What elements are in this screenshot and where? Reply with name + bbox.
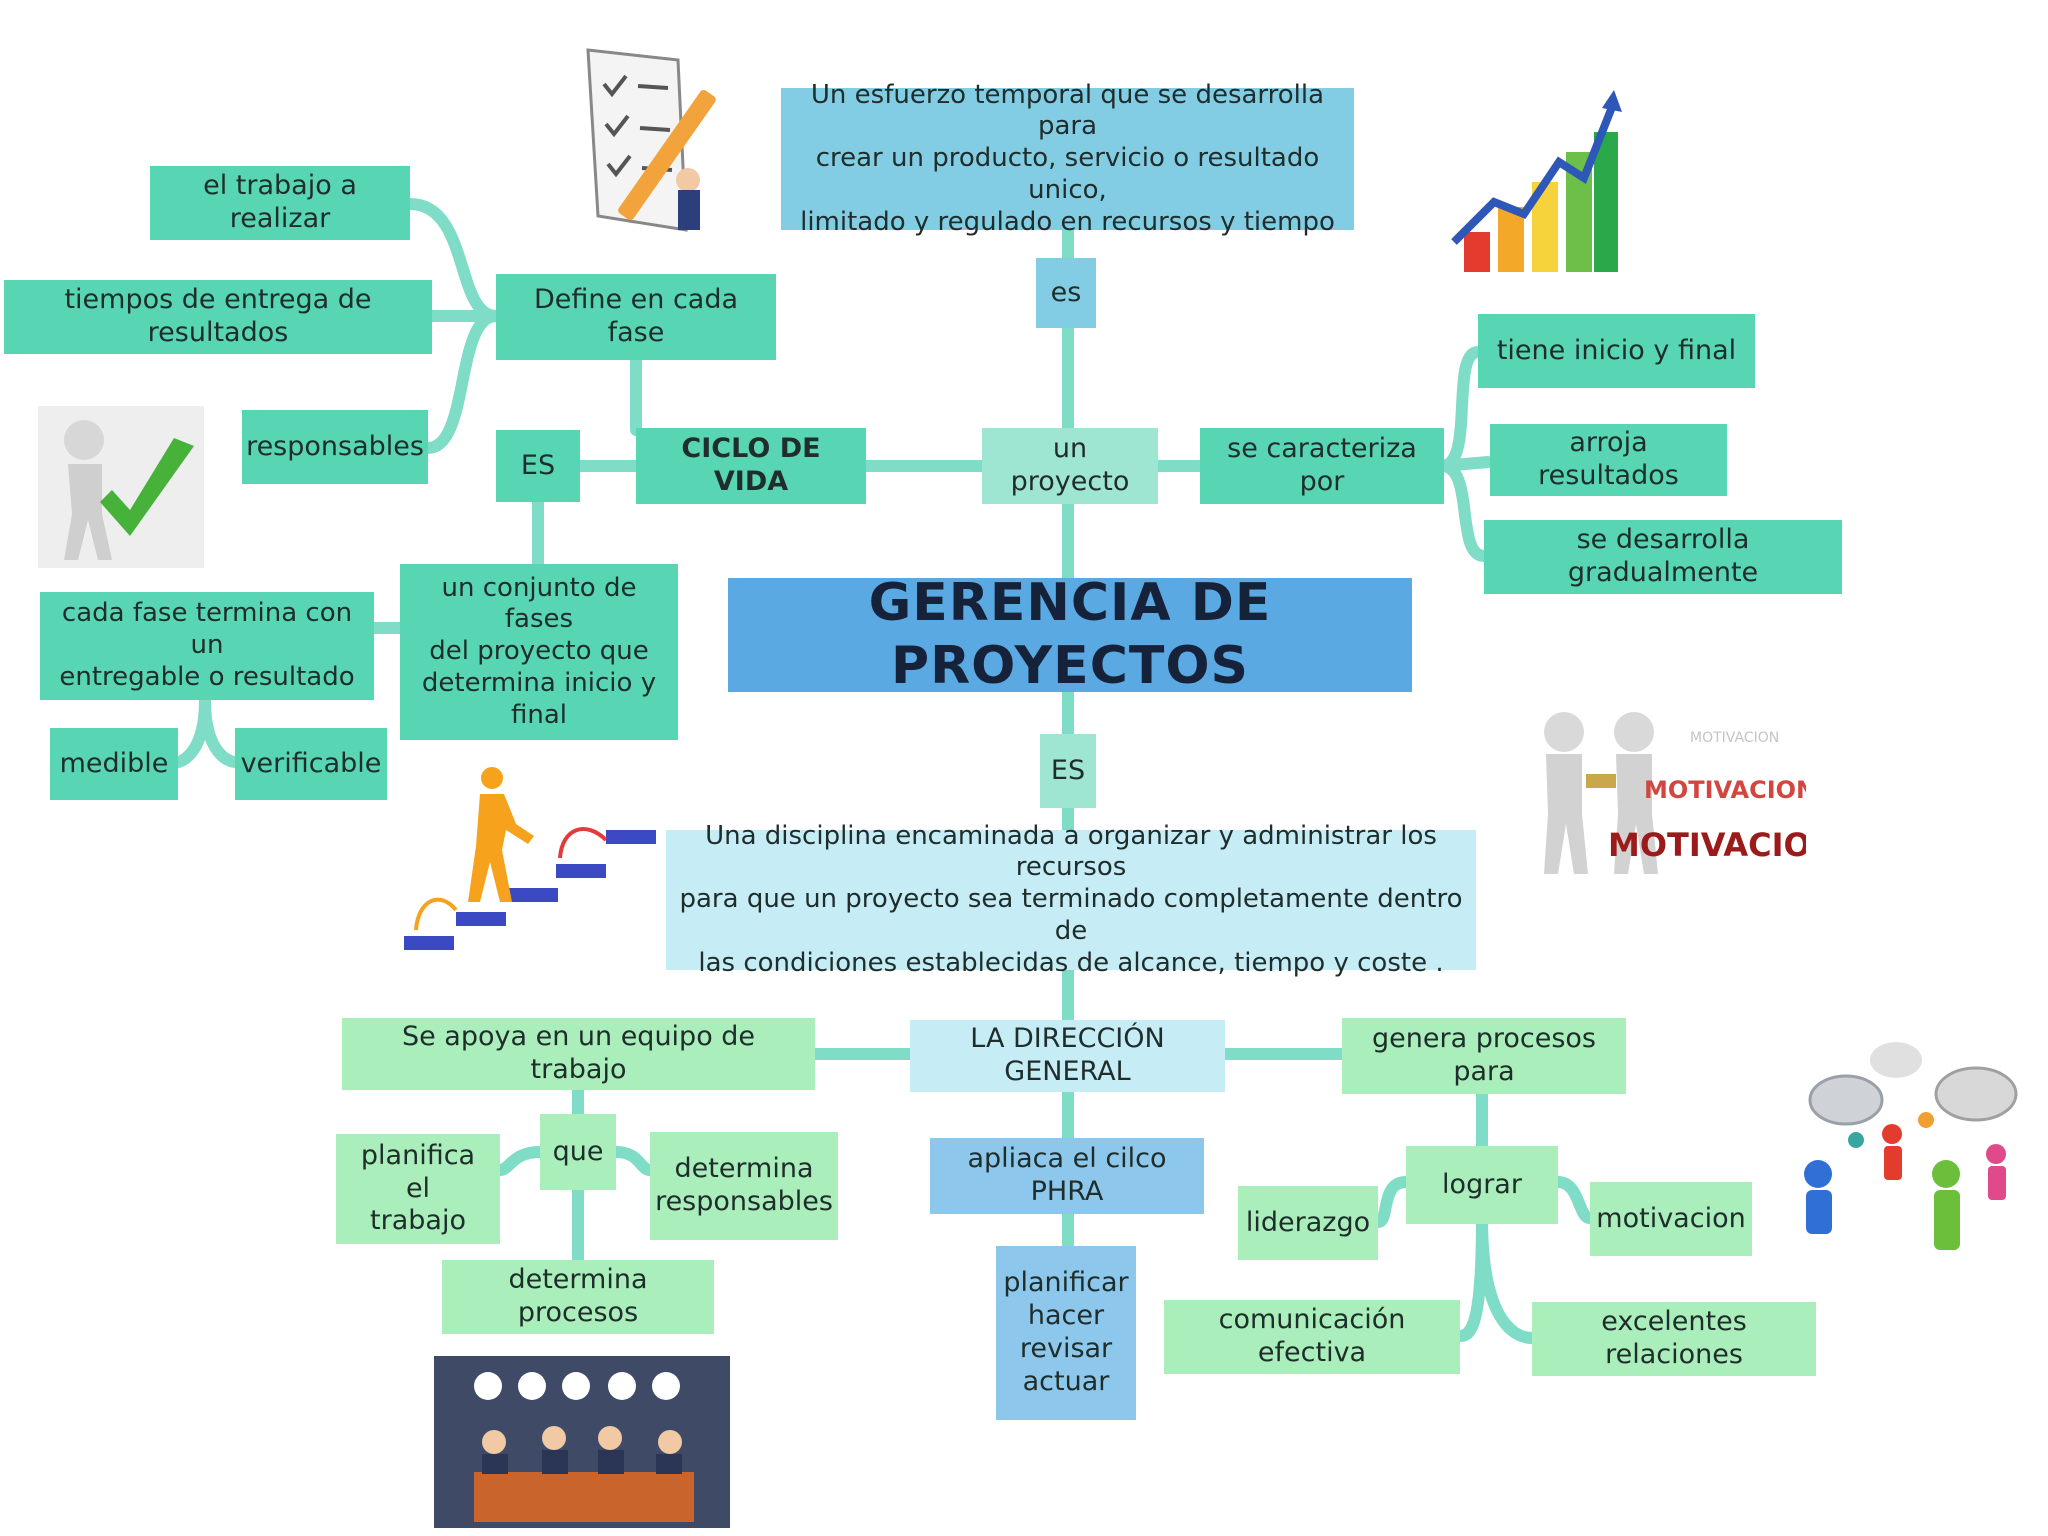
speech-people-icon: [1796, 1024, 2042, 1276]
central-title: GERENCIA DE PROYECTOS: [728, 573, 1412, 696]
team-plan: planifica el trabajo: [336, 1134, 500, 1244]
motivation-mid-text: MOTIVACION: [1644, 776, 1806, 804]
define-responsible: responsables: [242, 410, 428, 484]
discipline-node: Una disciplina encaminada a organizar y …: [666, 821, 1476, 978]
achieve-motivation: motivacion: [1590, 1182, 1752, 1256]
stairs-climber-icon: [400, 760, 660, 960]
characteristic-results: arroja resultados: [1490, 424, 1727, 496]
phra-node: apliaca el cilco PHRA: [930, 1138, 1204, 1214]
project-node: un proyecto: [982, 428, 1158, 504]
characteristic-gradual: se desarrolla gradualmente: [1484, 520, 1842, 594]
characterized-node: se caracteriza por: [1200, 428, 1444, 504]
characteristic-start-end: tiene inicio y final: [1478, 314, 1755, 388]
team-meeting-icon: [434, 1356, 730, 1528]
achieve-relations: excelentes relaciones: [1532, 1302, 1816, 1376]
team-processes: determina procesos: [442, 1260, 714, 1334]
quality-verifiable: verificable: [235, 728, 387, 800]
achieve-leadership: liderazgo: [1238, 1186, 1378, 1260]
link-es-main: ES: [1040, 734, 1096, 808]
generates-node: genera procesos para: [1342, 1018, 1626, 1094]
phase-ends-node: cada fase termina con un entregable o re…: [40, 592, 374, 700]
define-work: el trabajo a realizar: [150, 166, 410, 240]
link-que: que: [540, 1114, 616, 1190]
achieve-communication: comunicación efectiva: [1164, 1300, 1460, 1374]
phases-node: un conjunto de fases del proyecto que de…: [400, 564, 678, 740]
checklist-pencil-icon: [568, 40, 728, 240]
team-responsibles: determina responsables: [650, 1132, 838, 1240]
growth-chart-icon: [1444, 82, 1624, 292]
define-deadlines: tiempos de entrega de resultados: [4, 280, 432, 354]
phra-steps: planificar hacer revisar actuar: [996, 1246, 1136, 1420]
motivation-handshake-icon: MOTIVACION MOTIVACION MOTIVACION: [1524, 706, 1806, 888]
checkmark-figure-icon: [38, 406, 204, 568]
life-cycle-node: CICLO DE VIDA: [636, 428, 866, 504]
define-node: Define en cada fase: [496, 274, 776, 360]
motivation-small-text: MOTIVACION: [1690, 730, 1779, 746]
team-node: Se apoya en un equipo de trabajo: [342, 1018, 815, 1090]
project-definition: Un esfuerzo temporal que se desarrolla p…: [781, 80, 1354, 237]
link-es-top: es: [1036, 258, 1096, 328]
quality-measurable: medible: [50, 728, 178, 800]
achieve-node: lograr: [1406, 1146, 1558, 1224]
motivation-big-text: MOTIVACION: [1608, 826, 1806, 864]
link-es-cycle: ES: [496, 430, 580, 502]
direction-node: LA DIRECCIÓN GENERAL: [910, 1020, 1225, 1092]
